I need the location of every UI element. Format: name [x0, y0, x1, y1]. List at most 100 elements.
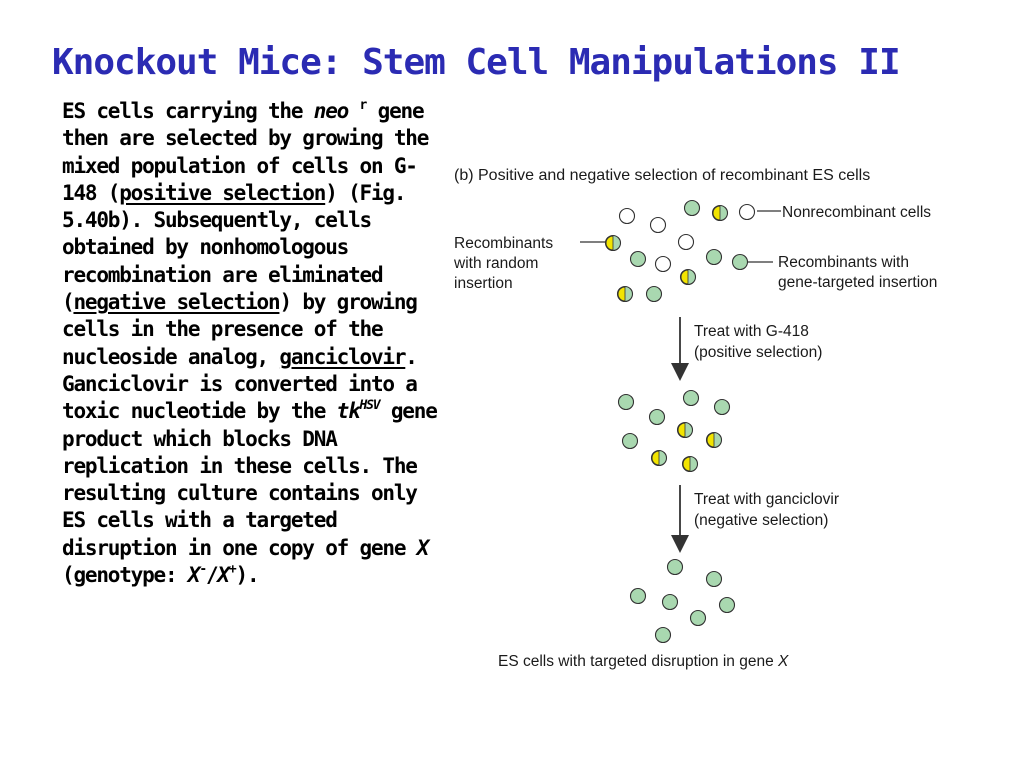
cell-yellow-half — [680, 269, 689, 285]
cell-body — [629, 250, 647, 268]
cell-yellow-half — [651, 450, 660, 466]
text-part: ). — [235, 563, 260, 588]
cell-body — [645, 285, 663, 303]
superscript-plus: + — [228, 562, 237, 578]
genotype-x-plus: X — [217, 563, 230, 588]
targeted-cell — [705, 570, 723, 588]
cells-layer — [604, 199, 756, 644]
cell-body — [718, 596, 736, 614]
targeted-cell — [629, 587, 647, 605]
text-part: ) by growing cells in the presence of th… — [62, 290, 418, 369]
label-nonrecombinant: Nonrecombinant cells — [782, 204, 931, 221]
superscript-hsv: HSV — [359, 398, 381, 414]
label-random-1: Recombinants — [454, 235, 553, 252]
superscript-hsv-text: HSV — [359, 398, 381, 414]
text-part: gene then are selected by growing the mi… — [62, 99, 429, 205]
slide-title: Knockout Mice: Stem Cell Manipulations I… — [52, 42, 901, 83]
cell-yellow-half — [605, 235, 614, 251]
text-part: ES cells carrying the — [62, 99, 314, 123]
cell-body — [649, 216, 667, 234]
term-ganciclovir: ganciclovir — [279, 344, 406, 369]
cell-body — [617, 393, 635, 411]
selection-diagram: (b) Positive and negative selection of r… — [453, 167, 937, 670]
random-insertion-cell — [679, 268, 697, 286]
targeted-cell — [713, 398, 731, 416]
result-label-text: ES cells with targeted disruption in gen… — [498, 653, 778, 670]
text-part: . Ganciclovir is converted into a toxic … — [62, 344, 418, 424]
nonrecombinant-cell — [654, 255, 672, 273]
nonrecombinant-cell — [649, 216, 667, 234]
targeted-cell — [689, 609, 707, 627]
cell-body — [618, 207, 636, 225]
targeted-cell — [621, 432, 639, 450]
cell-yellow-half — [677, 422, 686, 438]
targeted-cell — [683, 199, 701, 217]
step2-label-1: Treat with ganciclovir — [694, 491, 839, 508]
cell-body — [738, 203, 756, 221]
targeted-cell — [629, 250, 647, 268]
text-part: ) (Fig. 5.40b). Subsequently, cells obta… — [62, 180, 407, 315]
label-random-2: with random — [453, 255, 538, 272]
text-part: gene product which blocks DNA replicatio… — [62, 399, 438, 560]
targeted-cell — [666, 558, 684, 576]
gene-neo: neo — [313, 99, 350, 123]
cell-yellow-half — [712, 205, 721, 221]
random-insertion-cell — [604, 234, 622, 252]
cell-body — [648, 408, 666, 426]
superscript-r: r — [359, 98, 368, 113]
cell-body — [677, 233, 695, 251]
targeted-cell — [718, 596, 736, 614]
cell-body — [661, 593, 679, 611]
result-gene: X — [777, 653, 789, 670]
cell-body — [621, 432, 639, 450]
random-insertion-cell — [650, 449, 668, 467]
targeted-cell — [617, 393, 635, 411]
term-positive-selection: positive selection — [119, 180, 326, 205]
nonrecombinant-cell — [677, 233, 695, 251]
targeted-cell — [682, 389, 700, 407]
step2-label-2: (negative selection) — [694, 512, 828, 529]
random-insertion-cell — [711, 204, 729, 222]
random-insertion-cell — [705, 431, 723, 449]
cell-body — [629, 587, 647, 605]
cell-body — [654, 255, 672, 273]
nonrecombinant-cell — [618, 207, 636, 225]
nonrecombinant-cell — [738, 203, 756, 221]
cell-body — [683, 199, 701, 217]
body-text: ES cells carrying the neo r gene then ar… — [62, 98, 442, 589]
cell-yellow-half — [617, 286, 626, 302]
term-negative-selection: negative selection — [73, 290, 280, 315]
step1-label-2: (positive selection) — [694, 344, 822, 361]
genotype-x-minus: X — [187, 563, 201, 588]
random-insertion-cell — [616, 285, 634, 303]
label-targeted-1: Recombinants with — [778, 254, 909, 271]
superscript-minus: - — [199, 562, 207, 578]
cell-body — [731, 253, 749, 271]
label-targeted-2: gene-targeted insertion — [778, 274, 937, 291]
targeted-cell — [705, 248, 723, 266]
cell-body — [689, 609, 707, 627]
cell-yellow-half — [706, 432, 715, 448]
gene-tk: tk — [336, 399, 361, 424]
gene-x: X — [416, 535, 430, 560]
label-random-3: insertion — [454, 275, 513, 292]
cell-body — [682, 389, 700, 407]
cell-body — [654, 626, 672, 644]
targeted-cell — [654, 626, 672, 644]
figure-caption: (b) Positive and negative selection of r… — [454, 167, 870, 184]
result-label: ES cells with targeted disruption in gen… — [498, 653, 789, 670]
text-part: (genotype: — [62, 563, 188, 588]
targeted-cell — [648, 408, 666, 426]
cell-body — [666, 558, 684, 576]
cell-body — [705, 248, 723, 266]
cell-body — [705, 570, 723, 588]
cell-body — [713, 398, 731, 416]
step1-label-1: Treat with G-418 — [694, 323, 809, 340]
slash: / — [205, 563, 219, 588]
random-insertion-cell — [681, 455, 699, 473]
targeted-cell — [645, 285, 663, 303]
targeted-cell — [731, 253, 749, 271]
targeted-cell — [661, 593, 679, 611]
random-insertion-cell — [676, 421, 694, 439]
cell-yellow-half — [682, 456, 691, 472]
